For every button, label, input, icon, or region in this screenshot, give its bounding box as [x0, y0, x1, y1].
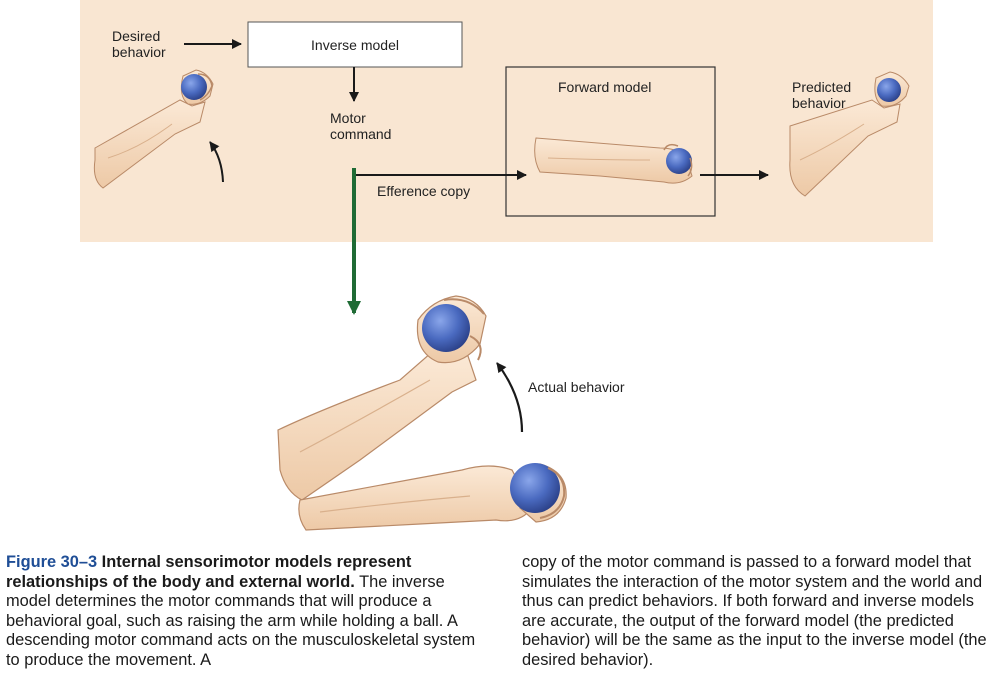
forward-model-box: [505, 66, 716, 217]
figure-title: Internal sensorimotor models represent r…: [6, 553, 412, 591]
figure-number: Figure 30–3: [6, 553, 98, 571]
inverse-model-label: Inverse model: [311, 37, 399, 53]
figure-caption-right: copy of the motor command is passed to a…: [522, 553, 997, 670]
caption-text-right: copy of the motor command is passed to a…: [522, 553, 987, 669]
inverse-model-box: [247, 21, 463, 68]
desired-ball: [181, 74, 207, 100]
actual-rotation-arrow: [496, 362, 524, 433]
efference-copy-label: Efference copy: [377, 183, 471, 199]
forward-arm-illustration: [534, 137, 693, 184]
actual-ball-raised: [422, 304, 470, 352]
desired-rotation-arrow: [209, 141, 224, 183]
forward-model-label: Forward model: [558, 79, 652, 95]
forward-ball: [666, 148, 692, 174]
desired-behavior-label: Desired behavior: [112, 28, 166, 60]
forward-fingers: [663, 143, 693, 177]
actual-behavior-label: Actual behavior: [528, 379, 625, 395]
sensorimotor-diagram: [80, 0, 933, 531]
figure-caption-left: Figure 30–3 Internal sensorimotor models…: [6, 553, 476, 670]
predicted-ball: [877, 78, 901, 102]
motor-command-label: Motor command: [330, 110, 392, 142]
actual-ball-lowered: [510, 463, 560, 513]
actual-fingers-lowered: [539, 467, 566, 519]
desired-fingers: [197, 73, 213, 101]
actual-fingers-raised: [443, 298, 485, 361]
predicted-behavior-label: Predicted behavior: [792, 79, 852, 111]
caption-text-left: The inverse model determines the motor c…: [6, 572, 476, 669]
